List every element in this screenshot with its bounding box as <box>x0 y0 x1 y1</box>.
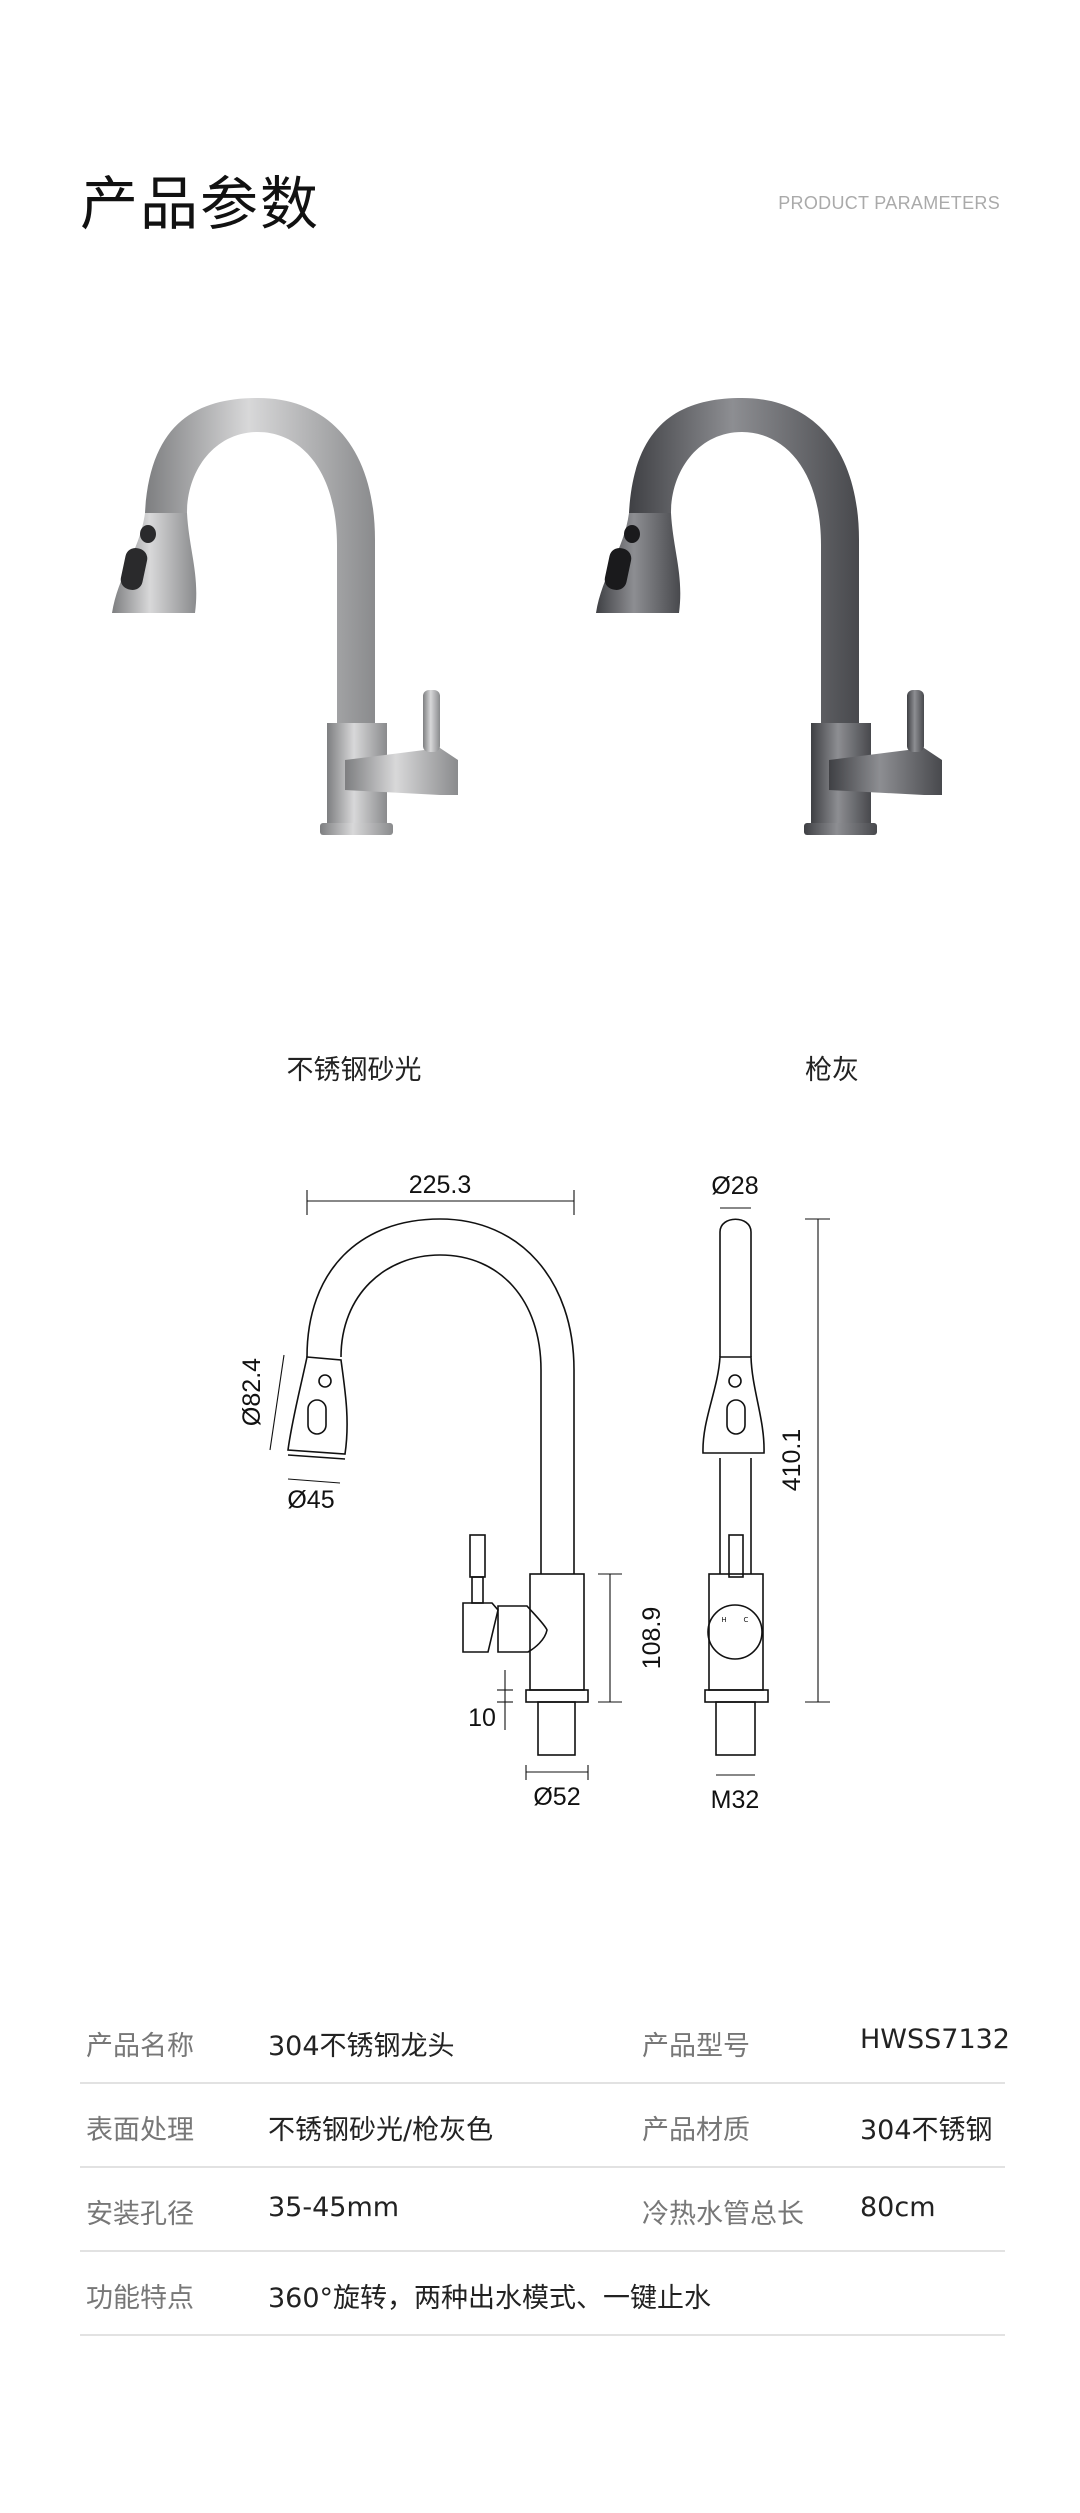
spec-row: 产品名称 304不锈钢龙头 产品型号 HWSS7132 <box>80 1998 1010 2084</box>
spec-value: 不锈钢砂光/枪灰色 <box>268 2115 494 2146</box>
spec-row: 功能特点 360°旋转，两种出水模式、一键止水 <box>80 2250 1005 2336</box>
page-subtitle: PRODUCT PARAMETERS <box>778 193 1000 213</box>
spec-value: 80cm <box>860 2192 936 2223</box>
spec-value: 360°旋转，两种出水模式、一键止水 <box>268 2283 712 2314</box>
spec-label: 冷热水管总长 <box>642 2199 804 2230</box>
dimension-labels: 225.3 Ø82.4 Ø45 108.9 10 Ø52 Ø28 410.1 M… <box>238 1171 806 1814</box>
variant-label-gunmetal: 枪灰 <box>805 1055 859 1086</box>
dim-thread: M32 <box>711 1786 760 1814</box>
faucet-gunmetal-image <box>596 398 942 835</box>
technical-drawing <box>269 1190 830 1780</box>
faucet-brushed-steel-image <box>112 398 458 835</box>
spec-label: 产品名称 <box>86 2031 194 2062</box>
spec-label: 安装孔径 <box>86 2199 194 2230</box>
spec-label: 产品材质 <box>642 2115 750 2146</box>
spec-row: 安装孔径 35-45mm 冷热水管总长 80cm <box>80 2166 1005 2252</box>
spec-label: 功能特点 <box>86 2283 194 2314</box>
spec-value: 304不锈钢龙头 <box>268 2031 455 2062</box>
spec-label: 产品型号 <box>642 2031 750 2062</box>
dim-tube-diameter: Ø28 <box>711 1172 758 1200</box>
spec-value: 35-45mm <box>268 2192 400 2223</box>
variant-label-brushed: 不锈钢砂光 <box>286 1055 422 1086</box>
dim-plate-thickness: 10 <box>468 1704 496 1732</box>
spec-value: 304不锈钢 <box>860 2115 993 2146</box>
button-icon <box>140 525 156 543</box>
product-illustrations: 225.3 Ø82.4 Ø45 108.9 10 Ø52 Ø28 410.1 M… <box>112 398 942 1814</box>
dim-total-height: 410.1 <box>778 1429 806 1492</box>
dim-base-diameter: Ø52 <box>533 1783 580 1811</box>
cold-mark: C <box>744 1616 749 1624</box>
dim-outlet-diameter: Ø45 <box>287 1486 334 1514</box>
dim-head-diameter: Ø82.4 <box>238 1358 266 1426</box>
spec-row: 表面处理 不锈钢砂光/枪灰色 产品材质 304不锈钢 <box>80 2082 1005 2168</box>
spec-label: 表面处理 <box>86 2115 194 2146</box>
spec-value: HWSS7132 <box>860 2024 1010 2055</box>
page-title: 产品参数 <box>80 170 321 238</box>
dim-width: 225.3 <box>409 1171 472 1199</box>
hot-mark: H <box>721 1616 726 1624</box>
dim-base-height: 108.9 <box>638 1607 666 1670</box>
